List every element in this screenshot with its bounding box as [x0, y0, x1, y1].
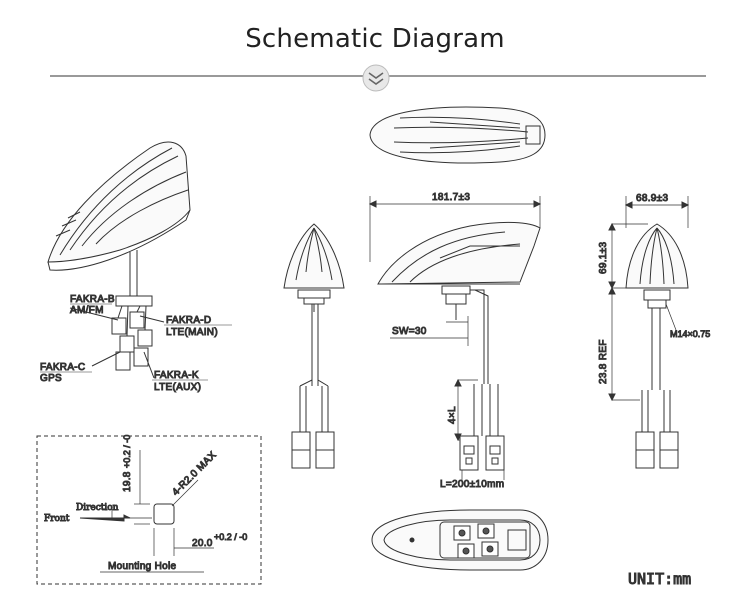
- unit-label: UNIT:mm: [628, 570, 691, 588]
- rear-view: [608, 196, 690, 469]
- mount-w-tol: +0.2 / -0: [214, 532, 247, 542]
- label-fakra-d-sub: LTE(MAIN): [166, 327, 218, 338]
- label-fakra-c-sub: GPS: [40, 373, 62, 384]
- label-fakra-c: FAKRA-C: [40, 362, 85, 373]
- label-fakra-k-sub: LTE(AUX): [154, 382, 201, 393]
- mount-h-tol: +0.2 / -0: [122, 435, 132, 468]
- dim-height: 69.1±3: [598, 242, 609, 274]
- dim-width: 68.9±3: [636, 193, 668, 204]
- isometric-antenna-view: [47, 141, 191, 379]
- label-fakra-b: FAKRA-B: [70, 294, 115, 305]
- dim-ref: 23.8 REF: [598, 339, 609, 384]
- front-view: [283, 223, 345, 469]
- dim-cable-count: 4×L: [447, 406, 458, 424]
- mount-title: Mounting Hole: [108, 561, 177, 572]
- mount-front: Front: [44, 514, 70, 524]
- label-fakra-k: FAKRA-K: [154, 370, 199, 381]
- mount-radius: 4-R2.0 MAX: [170, 450, 218, 498]
- page-title: Schematic Diagram: [245, 24, 505, 54]
- side-view: [368, 196, 542, 480]
- dim-length: 181.7±3: [432, 192, 470, 203]
- dim-sw: SW=30: [392, 326, 427, 337]
- bottom-view: [371, 509, 549, 571]
- dim-thread: M14×0.75: [670, 329, 710, 339]
- mount-h-dim: 19.8: [122, 471, 133, 492]
- top-view: [369, 106, 546, 164]
- header-divider: [50, 64, 706, 92]
- label-fakra-b-sub: AM/FM: [70, 305, 104, 316]
- label-fakra-d: FAKRA-D: [166, 315, 211, 326]
- mount-direction: Direction: [76, 503, 119, 513]
- mount-w-dim: 20.0: [192, 538, 213, 549]
- dim-cable-length: L=200±10mm: [440, 479, 504, 490]
- mounting-hole-detail: [36, 435, 262, 585]
